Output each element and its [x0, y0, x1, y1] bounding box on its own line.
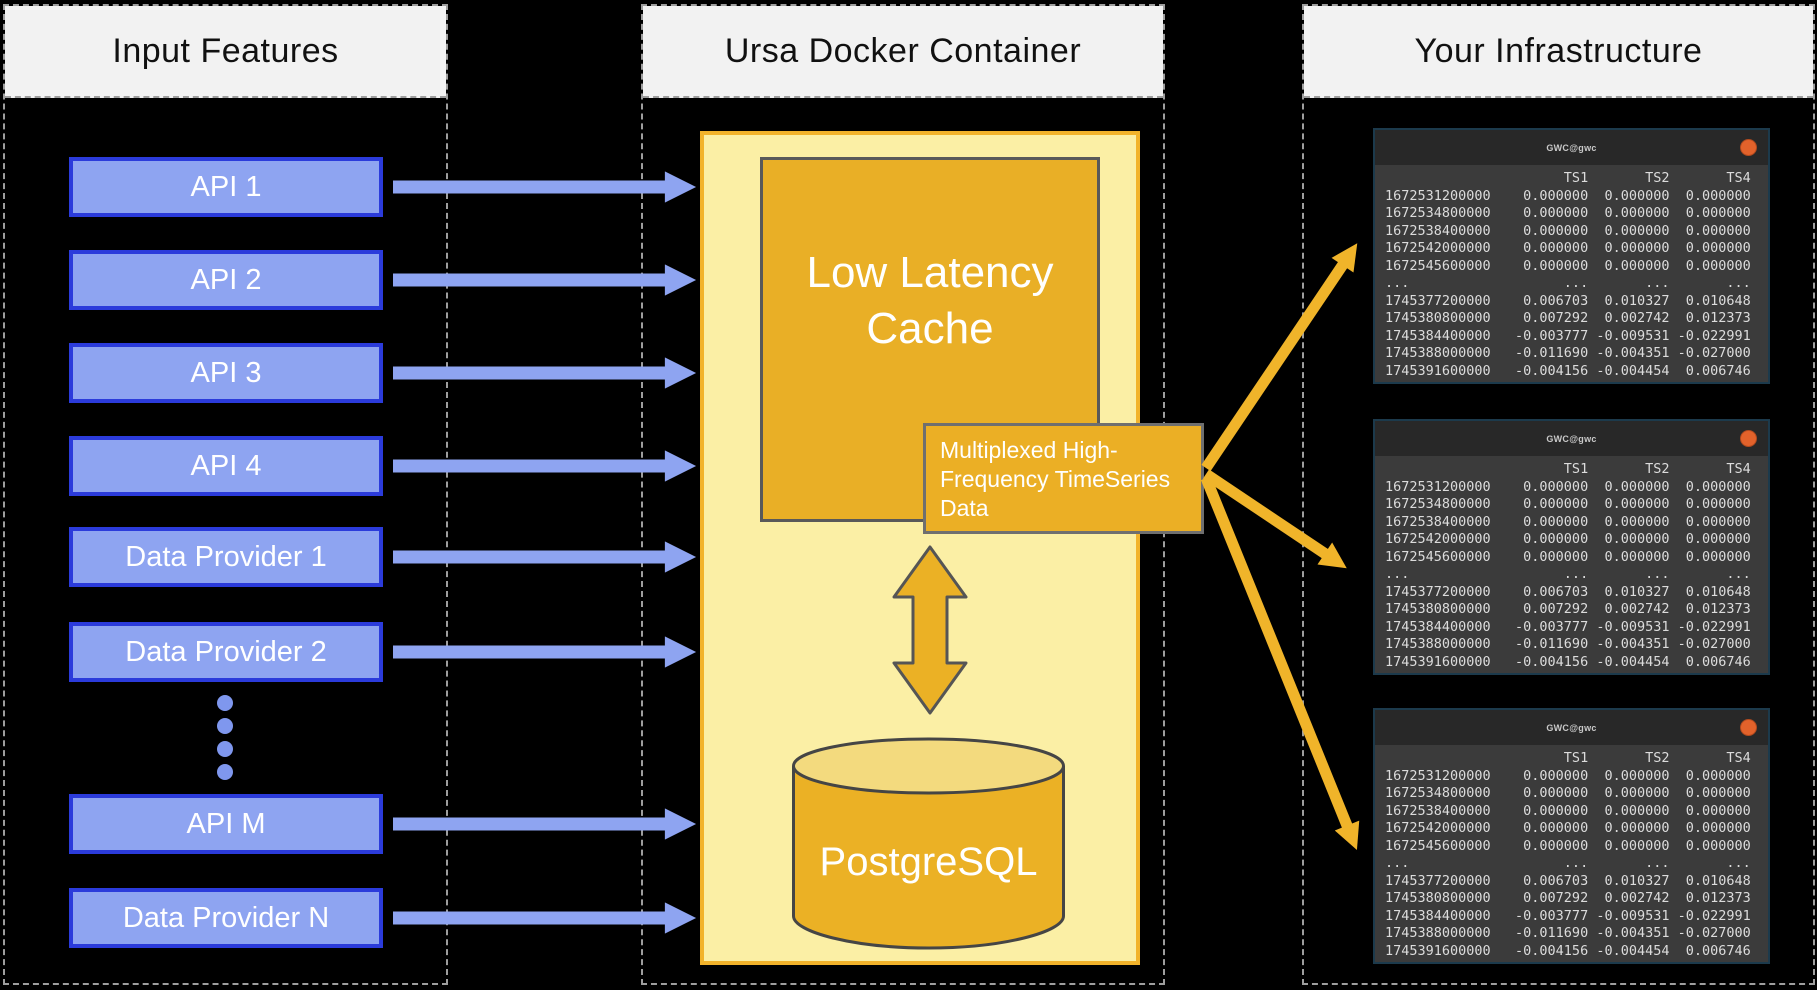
docker-container-header: Ursa Docker Container [643, 6, 1163, 98]
input-box-data-provider-n: Data Provider N [69, 888, 383, 948]
input-box-api-2: API 2 [69, 250, 383, 310]
terminal-title: GWC@gwc [1546, 142, 1597, 153]
terminal-titlebar: GWC@gwc [1375, 130, 1768, 165]
input-features-column: Input Features [3, 4, 448, 985]
input-box-api-3: API 3 [69, 343, 383, 403]
input-features-header: Input Features [5, 6, 446, 98]
terminal-output: TS1 TS2 TS4 1672531200000 0.000000 0.000… [1385, 170, 1751, 379]
terminal-title: GWC@gwc [1546, 722, 1597, 733]
docker-container-column: Ursa Docker Container [641, 4, 1165, 985]
input-features-title: Input Features [112, 31, 339, 70]
database-cylinder-icon [792, 737, 1065, 950]
terminal-title: GWC@gwc [1546, 433, 1597, 444]
multiplexed-data-label: Multiplexed High-Frequency TimeSeries Da… [940, 437, 1171, 521]
terminal-output: TS1 TS2 TS4 1672531200000 0.000000 0.000… [1385, 461, 1751, 670]
terminal-window-1: GWC@gwc TS1 TS2 TS4 1672531200000 0.0000… [1373, 128, 1770, 384]
docker-container-title: Ursa Docker Container [724, 31, 1082, 70]
your-infrastructure-header: Your Infrastructure [1304, 6, 1813, 98]
ellipsis-dot [217, 718, 233, 734]
terminal-button-icon[interactable] [1740, 430, 1757, 447]
ellipsis-dot [217, 741, 233, 757]
database-label: PostgreSQL [819, 840, 1038, 884]
terminal-titlebar: GWC@gwc [1375, 421, 1768, 456]
multiplexed-data-label-box: Multiplexed High-Frequency TimeSeries Da… [923, 423, 1204, 534]
input-box-api-m: API M [69, 794, 383, 854]
terminal-output: TS1 TS2 TS4 1672531200000 0.000000 0.000… [1385, 750, 1751, 959]
low-latency-cache-label: Low Latency Cache [806, 248, 1054, 353]
your-infrastructure-title: Your Infrastructure [1414, 31, 1703, 70]
input-box-data-provider-1: Data Provider 1 [69, 527, 383, 587]
terminal-button-icon[interactable] [1740, 719, 1757, 736]
cache-db-double-arrow-icon [892, 545, 968, 715]
ellipsis-dot [217, 764, 233, 780]
terminal-window-3: GWC@gwc TS1 TS2 TS4 1672531200000 0.0000… [1373, 708, 1770, 964]
terminal-button-icon[interactable] [1740, 139, 1757, 156]
ellipsis-dot [217, 695, 233, 711]
input-box-data-provider-2: Data Provider 2 [69, 622, 383, 682]
input-box-api-4: API 4 [69, 436, 383, 496]
input-box-api-1: API 1 [69, 157, 383, 217]
terminal-window-2: GWC@gwc TS1 TS2 TS4 1672531200000 0.0000… [1373, 419, 1770, 675]
terminal-titlebar: GWC@gwc [1375, 710, 1768, 745]
